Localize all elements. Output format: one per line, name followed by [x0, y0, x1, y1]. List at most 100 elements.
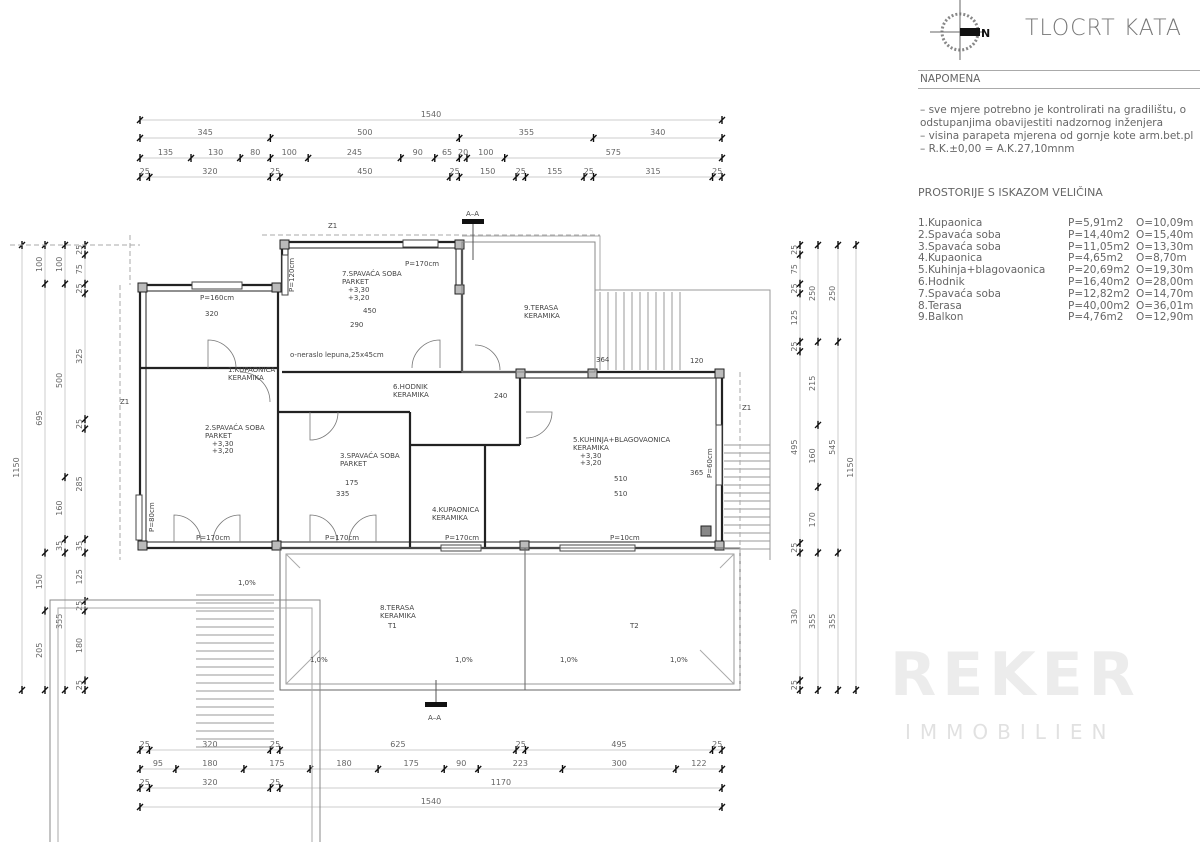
watermark: REKER: [890, 640, 1141, 710]
slope-label: 1,0%: [670, 656, 688, 664]
dimension-tick: [266, 154, 274, 162]
room-5-floor: KERAMIKA: [573, 444, 609, 452]
inner-dim: 365: [690, 469, 703, 477]
room-row: 3.Spavaća soba P=11,05m2 O=13,30m: [918, 240, 1194, 254]
dimension-tick: [266, 173, 274, 181]
dimension-tick: [718, 134, 726, 142]
slope-label: 1,0%: [238, 579, 256, 587]
dimension-tick: [81, 415, 89, 424]
dimension-label: 500: [357, 128, 372, 137]
room-2-name: 2.SPAVAĆA SOBA: [205, 423, 265, 432]
dimension-label: 25: [584, 167, 594, 176]
inner-dim: 320: [205, 310, 218, 318]
room-name: 1.Kupaonica: [918, 217, 983, 229]
dimension-label: 25: [75, 601, 84, 611]
room-name: 5.Kuhinja+blagovaonica: [918, 264, 1046, 277]
dimension-label: 150: [480, 167, 495, 176]
dimension-label: 80: [250, 148, 260, 157]
dimension-label: 1170: [491, 778, 511, 787]
dimension-label: 1540: [421, 110, 441, 119]
section-label-top: A–A: [466, 210, 479, 218]
dimension-tick: [446, 173, 454, 181]
dimension-label: 90: [456, 759, 466, 768]
opening-label: P=80cm: [148, 502, 156, 532]
dimension-tick: [796, 241, 804, 249]
room-area: P=11,05m2: [1068, 240, 1131, 253]
dimension-tick: [187, 154, 195, 162]
dimension-label: 175: [404, 759, 419, 768]
section-label-bottom: A–A: [428, 714, 441, 722]
room-6-name: 6.HODNIK: [393, 383, 428, 391]
room-3-name: 3.SPAVAĆA SOBA: [340, 451, 400, 460]
dimension-label: 320: [202, 740, 217, 749]
dimension-tick: [590, 134, 598, 142]
terrace-t2: T2: [629, 622, 639, 630]
dimension-label: 250: [828, 286, 837, 301]
dimension-tick: [81, 279, 89, 288]
dimension-tick: [521, 746, 529, 754]
dimension-label: 450: [357, 167, 372, 176]
dimension-label: 125: [75, 569, 84, 584]
north-label: N: [981, 27, 990, 40]
dimension-tick: [136, 803, 144, 811]
room-name: 4.Kupaonica: [918, 252, 983, 265]
opening-label: P=160cm: [200, 294, 234, 302]
room-perimeter: O=13,30m: [1136, 240, 1194, 253]
dimension-label: 25: [270, 167, 280, 176]
dimension-label: 100: [478, 148, 493, 157]
room-perimeter: O=28,00m: [1136, 275, 1194, 288]
room-area: P=4,76m2: [1068, 311, 1124, 324]
dimension-tick: [474, 765, 482, 773]
dimension-label: 25: [516, 740, 526, 749]
dimension-label: 35: [75, 541, 84, 551]
room-2-level: +3,20: [212, 447, 233, 455]
dimension-tick: [61, 473, 69, 482]
room-5-level: +3,20: [580, 459, 601, 467]
dimension-label: 320: [202, 778, 217, 787]
room-4-floor: KERAMIKA: [432, 514, 468, 522]
dimension-tick: [718, 784, 726, 792]
room-name: 8.Terasa: [918, 299, 962, 312]
dimension-tick: [172, 765, 180, 773]
z1-tag: Z1: [120, 398, 129, 406]
dimension-tick: [814, 686, 822, 694]
dimension-tick: [240, 765, 248, 773]
dimension-label: 25: [75, 680, 84, 690]
dimension-tick: [834, 686, 842, 694]
room-area: P=4,65m2: [1068, 252, 1124, 265]
dimension-label: 90: [413, 148, 423, 157]
dimension-tick: [136, 116, 144, 124]
dimension-tick: [796, 250, 804, 259]
room-name: 3.Spavaća soba: [918, 240, 1001, 253]
room-4-name: 4.KUPAONICA: [432, 506, 479, 514]
inner-dim: 120: [690, 357, 703, 365]
dimension-tick: [397, 154, 405, 162]
dimension-tick: [834, 548, 842, 557]
dimension-label: 205: [35, 643, 44, 658]
dimension-tick: [236, 154, 244, 162]
dimension-tick: [440, 765, 448, 773]
room-2-floor: PARKET: [205, 432, 232, 440]
dimension-label: 25: [140, 778, 150, 787]
dimension-label: 1150: [846, 457, 855, 477]
room-perimeter: O=12,90m: [1136, 311, 1194, 324]
note-line: – visina parapeta mjerena od gornje kote…: [920, 130, 1194, 142]
dimension-tick: [136, 173, 144, 181]
dimension-tick: [276, 173, 284, 181]
dimension-tick: [796, 676, 804, 685]
inner-dim: 335: [336, 490, 349, 498]
dimension-tick: [41, 606, 49, 615]
dimension-tick: [718, 154, 726, 162]
dimension-label: 122: [691, 759, 706, 768]
dimension-tick: [834, 337, 842, 346]
dimension-tick: [559, 765, 567, 773]
dimension-label: 25: [790, 283, 799, 293]
dimension-tick: [61, 279, 69, 288]
room-area: P=12,82m2: [1068, 287, 1131, 300]
